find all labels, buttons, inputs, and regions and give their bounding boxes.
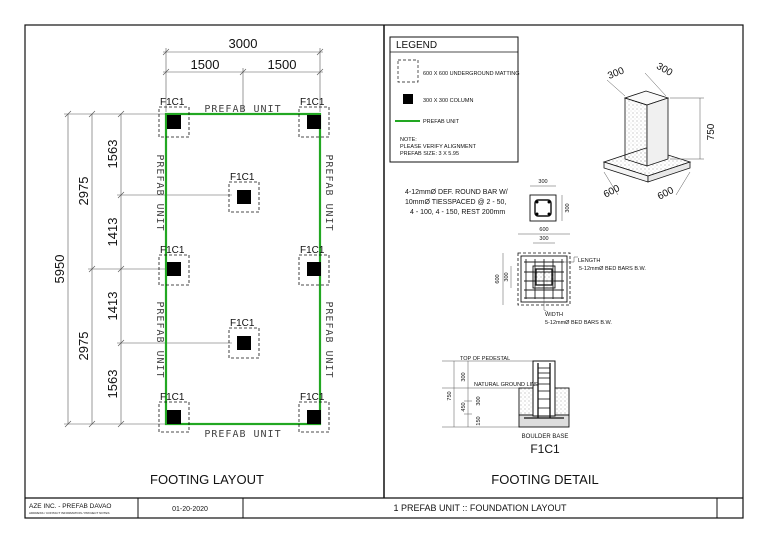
iso-dim-base-b: 600: [656, 185, 676, 203]
dim-half-width-right: 1500: [268, 57, 297, 72]
iso-dim-top-a: 300: [606, 65, 626, 82]
company-name: AZE INC. - PREFAB DAVAO: [29, 503, 111, 510]
footing-3: F1C1: [228, 172, 260, 213]
legend-title: LEGEND: [396, 40, 437, 51]
footing-2: F1C1: [298, 97, 330, 138]
section-dim-300: 300: [461, 372, 467, 381]
column-spec-line2: 10mmØ TIESSPACED @ 2 - 50,: [405, 199, 506, 206]
prefab-unit-outline: [164, 112, 322, 426]
svg-text:F1C1: F1C1: [300, 245, 325, 256]
prefab-label-left-2: PREFAB UNIT: [154, 301, 165, 378]
width-label: WIDTH: [545, 312, 563, 318]
column-dim-w: 300: [538, 179, 547, 185]
title-block: [24, 498, 718, 518]
column-spec-line1: 4-12mmØ DEF. ROUND BAR W/: [405, 189, 508, 196]
svg-text:F1C1: F1C1: [300, 392, 325, 403]
dim-half-width-left: 1500: [191, 57, 220, 72]
svg-text:F1C1: F1C1: [230, 172, 255, 183]
plan-dim-inner-v: 300: [504, 272, 510, 281]
plan-dim-outer: 600: [539, 227, 548, 233]
footing-1: F1C1: [158, 97, 190, 138]
dim-half-height-bottom: 2975: [76, 332, 91, 361]
legend-column-text: 300 X 300 COLUMN: [423, 98, 473, 104]
sheet-title: 1 PREFAB UNIT :: FOUNDATION LAYOUT: [393, 503, 567, 513]
dim-seg-1: 1563: [105, 140, 120, 169]
legend-matting-text: 600 X 600 UNDERGROUND MATTING: [423, 71, 519, 77]
top-of-pedestal-label: TOP OF PEDESTAL: [460, 356, 510, 362]
top-dimensions: [162, 48, 324, 112]
svg-text:F1C1: F1C1: [160, 97, 185, 108]
svg-text:F1C1: F1C1: [230, 318, 255, 329]
boulder-base-label: BOULDER BASE: [522, 434, 569, 440]
dim-seg-2: 1413: [105, 218, 120, 247]
length-label: LENGTH: [578, 258, 600, 264]
legend-prefab-text: PREFAB UNIT: [423, 119, 460, 125]
dim-overall-width: 3000: [229, 36, 258, 51]
sheet-date: 01-20-2020: [172, 506, 208, 513]
legend-matting-symbol: [397, 59, 419, 83]
footing-5: F1C1: [298, 245, 330, 286]
column-section: 4-12mmØ DEF. ROUND BAR W/ 10mmØ TIESSPAC…: [405, 179, 571, 222]
section-dim-total: 750: [447, 391, 453, 400]
footing-section: [442, 360, 570, 428]
prefab-label-right-2: PREFAB UNIT: [323, 301, 334, 378]
prefab-label-top: PREFAB UNIT: [204, 104, 281, 115]
plan-dim-inner: 300: [539, 236, 548, 242]
prefab-label-right-1: PREFAB UNIT: [323, 154, 334, 231]
legend-note-line2: PREFAB SIZE: 3 X 5.95: [400, 151, 459, 157]
footing-plan-detail: [502, 233, 578, 313]
column-dim-h: 300: [565, 203, 571, 212]
isometric-pedestal: [602, 72, 704, 196]
natural-ground-line-label: NATURAL GROUND LINE: [474, 382, 539, 388]
iso-dim-top-b: 300: [654, 61, 674, 79]
footing-8: F1C1: [298, 392, 330, 433]
svg-text:F1C1: F1C1: [300, 97, 325, 108]
dim-half-height-top: 2975: [76, 177, 91, 206]
plan-dim-outer-v: 600: [495, 274, 501, 283]
length-bars-label: 5-12mmØ BED BARS B.W.: [579, 266, 646, 272]
footing-7: F1C1: [158, 392, 190, 433]
footing-6: F1C1: [228, 318, 260, 359]
column-spec-line3: 4 - 100, 4 - 150, REST 200mm: [410, 209, 505, 216]
dim-overall-height: 5950: [52, 255, 67, 284]
section-dim-450: 450: [461, 402, 467, 411]
left-dimensions: [64, 110, 232, 428]
prefab-label-bottom: PREFAB UNIT: [204, 429, 281, 440]
footing-layout-panel: 3000 1500 1500 5950 2975 2975 1563 1413 …: [52, 36, 334, 487]
legend-note-line1: PLEASE VERIFY ALIGNMENT: [400, 144, 477, 150]
dim-seg-4: 1563: [105, 370, 120, 399]
legend-column-symbol: [403, 94, 413, 104]
svg-text:F1C1: F1C1: [160, 245, 185, 256]
legend-note-title: NOTE:: [400, 137, 417, 143]
footing-detail-title: FOOTING DETAIL: [491, 472, 598, 487]
footing-4: F1C1: [158, 245, 190, 286]
svg-text:F1C1: F1C1: [160, 392, 185, 403]
iso-dim-height: 750: [706, 123, 717, 140]
section-dim-150: 150: [476, 416, 482, 425]
company-subtext: ADDRESS / CONTACT INFORMATION / PROJECT …: [29, 511, 109, 515]
dim-seg-3: 1413: [105, 292, 120, 321]
prefab-label-left-1: PREFAB UNIT: [154, 154, 165, 231]
legend: LEGEND 600 X 600 UNDERGROUND MATTING 300…: [389, 36, 519, 163]
section-footing-label: F1C1: [530, 442, 560, 456]
width-bars-label: 5-12mmØ BED BARS B.W.: [545, 320, 612, 326]
iso-dim-base-a: 600: [602, 183, 622, 201]
footing-layout-title: FOOTING LAYOUT: [150, 472, 264, 487]
section-dim-300b: 300: [476, 396, 482, 405]
